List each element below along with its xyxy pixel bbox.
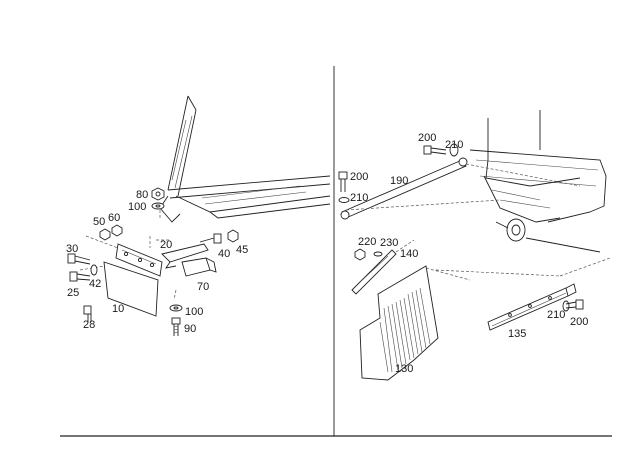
label-220: 220 [358,236,376,248]
label-70: 70 [197,281,209,293]
hardware-right-bottom [354,248,584,312]
label-210-bottom: 210 [547,309,565,321]
label-28: 28 [83,319,95,331]
label-210-top: 210 [445,139,463,151]
label-230: 230 [380,237,398,249]
label-130: 130 [395,363,413,375]
label-80: 80 [136,189,148,201]
hardware-left [67,187,239,336]
mudflap-right-assembly [351,239,611,381]
label-100-bottom: 100 [185,306,203,318]
hardware-right-top [338,143,459,203]
label-60: 60 [108,212,120,224]
left-vehicle-body-outline [159,95,331,223]
label-140: 140 [400,248,418,260]
label-200-left: 200 [350,171,368,183]
label-10: 10 [112,303,124,315]
label-190: 190 [390,175,408,187]
label-135: 135 [508,328,526,340]
label-25: 25 [67,287,79,299]
label-210-left: 210 [350,192,368,204]
label-45: 45 [236,244,248,256]
label-200-bottom: 200 [570,316,588,328]
label-42: 42 [89,278,101,290]
label-100-top: 100 [128,201,146,213]
label-40: 40 [218,248,230,260]
label-20: 20 [160,239,172,251]
stay-rod-190 [340,157,581,220]
label-50: 50 [93,216,105,228]
mudflap-left-assembly [79,208,217,317]
right-vehicle-frame-outline [469,110,607,253]
label-200-top: 200 [418,132,436,144]
label-30: 30 [66,243,78,255]
label-90: 90 [184,323,196,335]
